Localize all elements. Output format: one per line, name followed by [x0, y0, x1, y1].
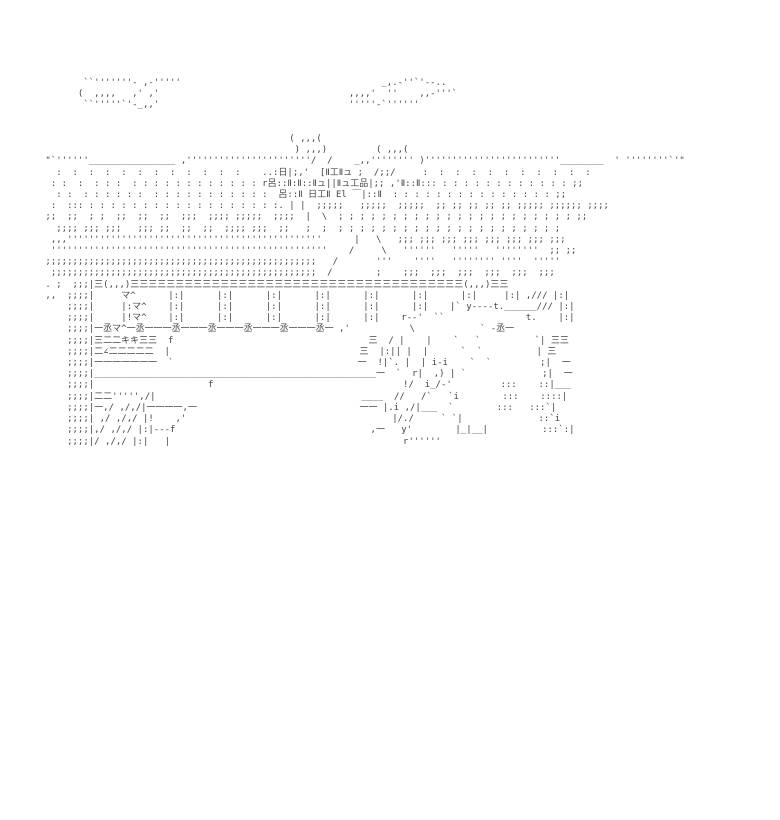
- ascii-art-background: ``'''''''- ,-''''' _,.-''`'--.. ( ,,,, ,…: [45, 78, 685, 447]
